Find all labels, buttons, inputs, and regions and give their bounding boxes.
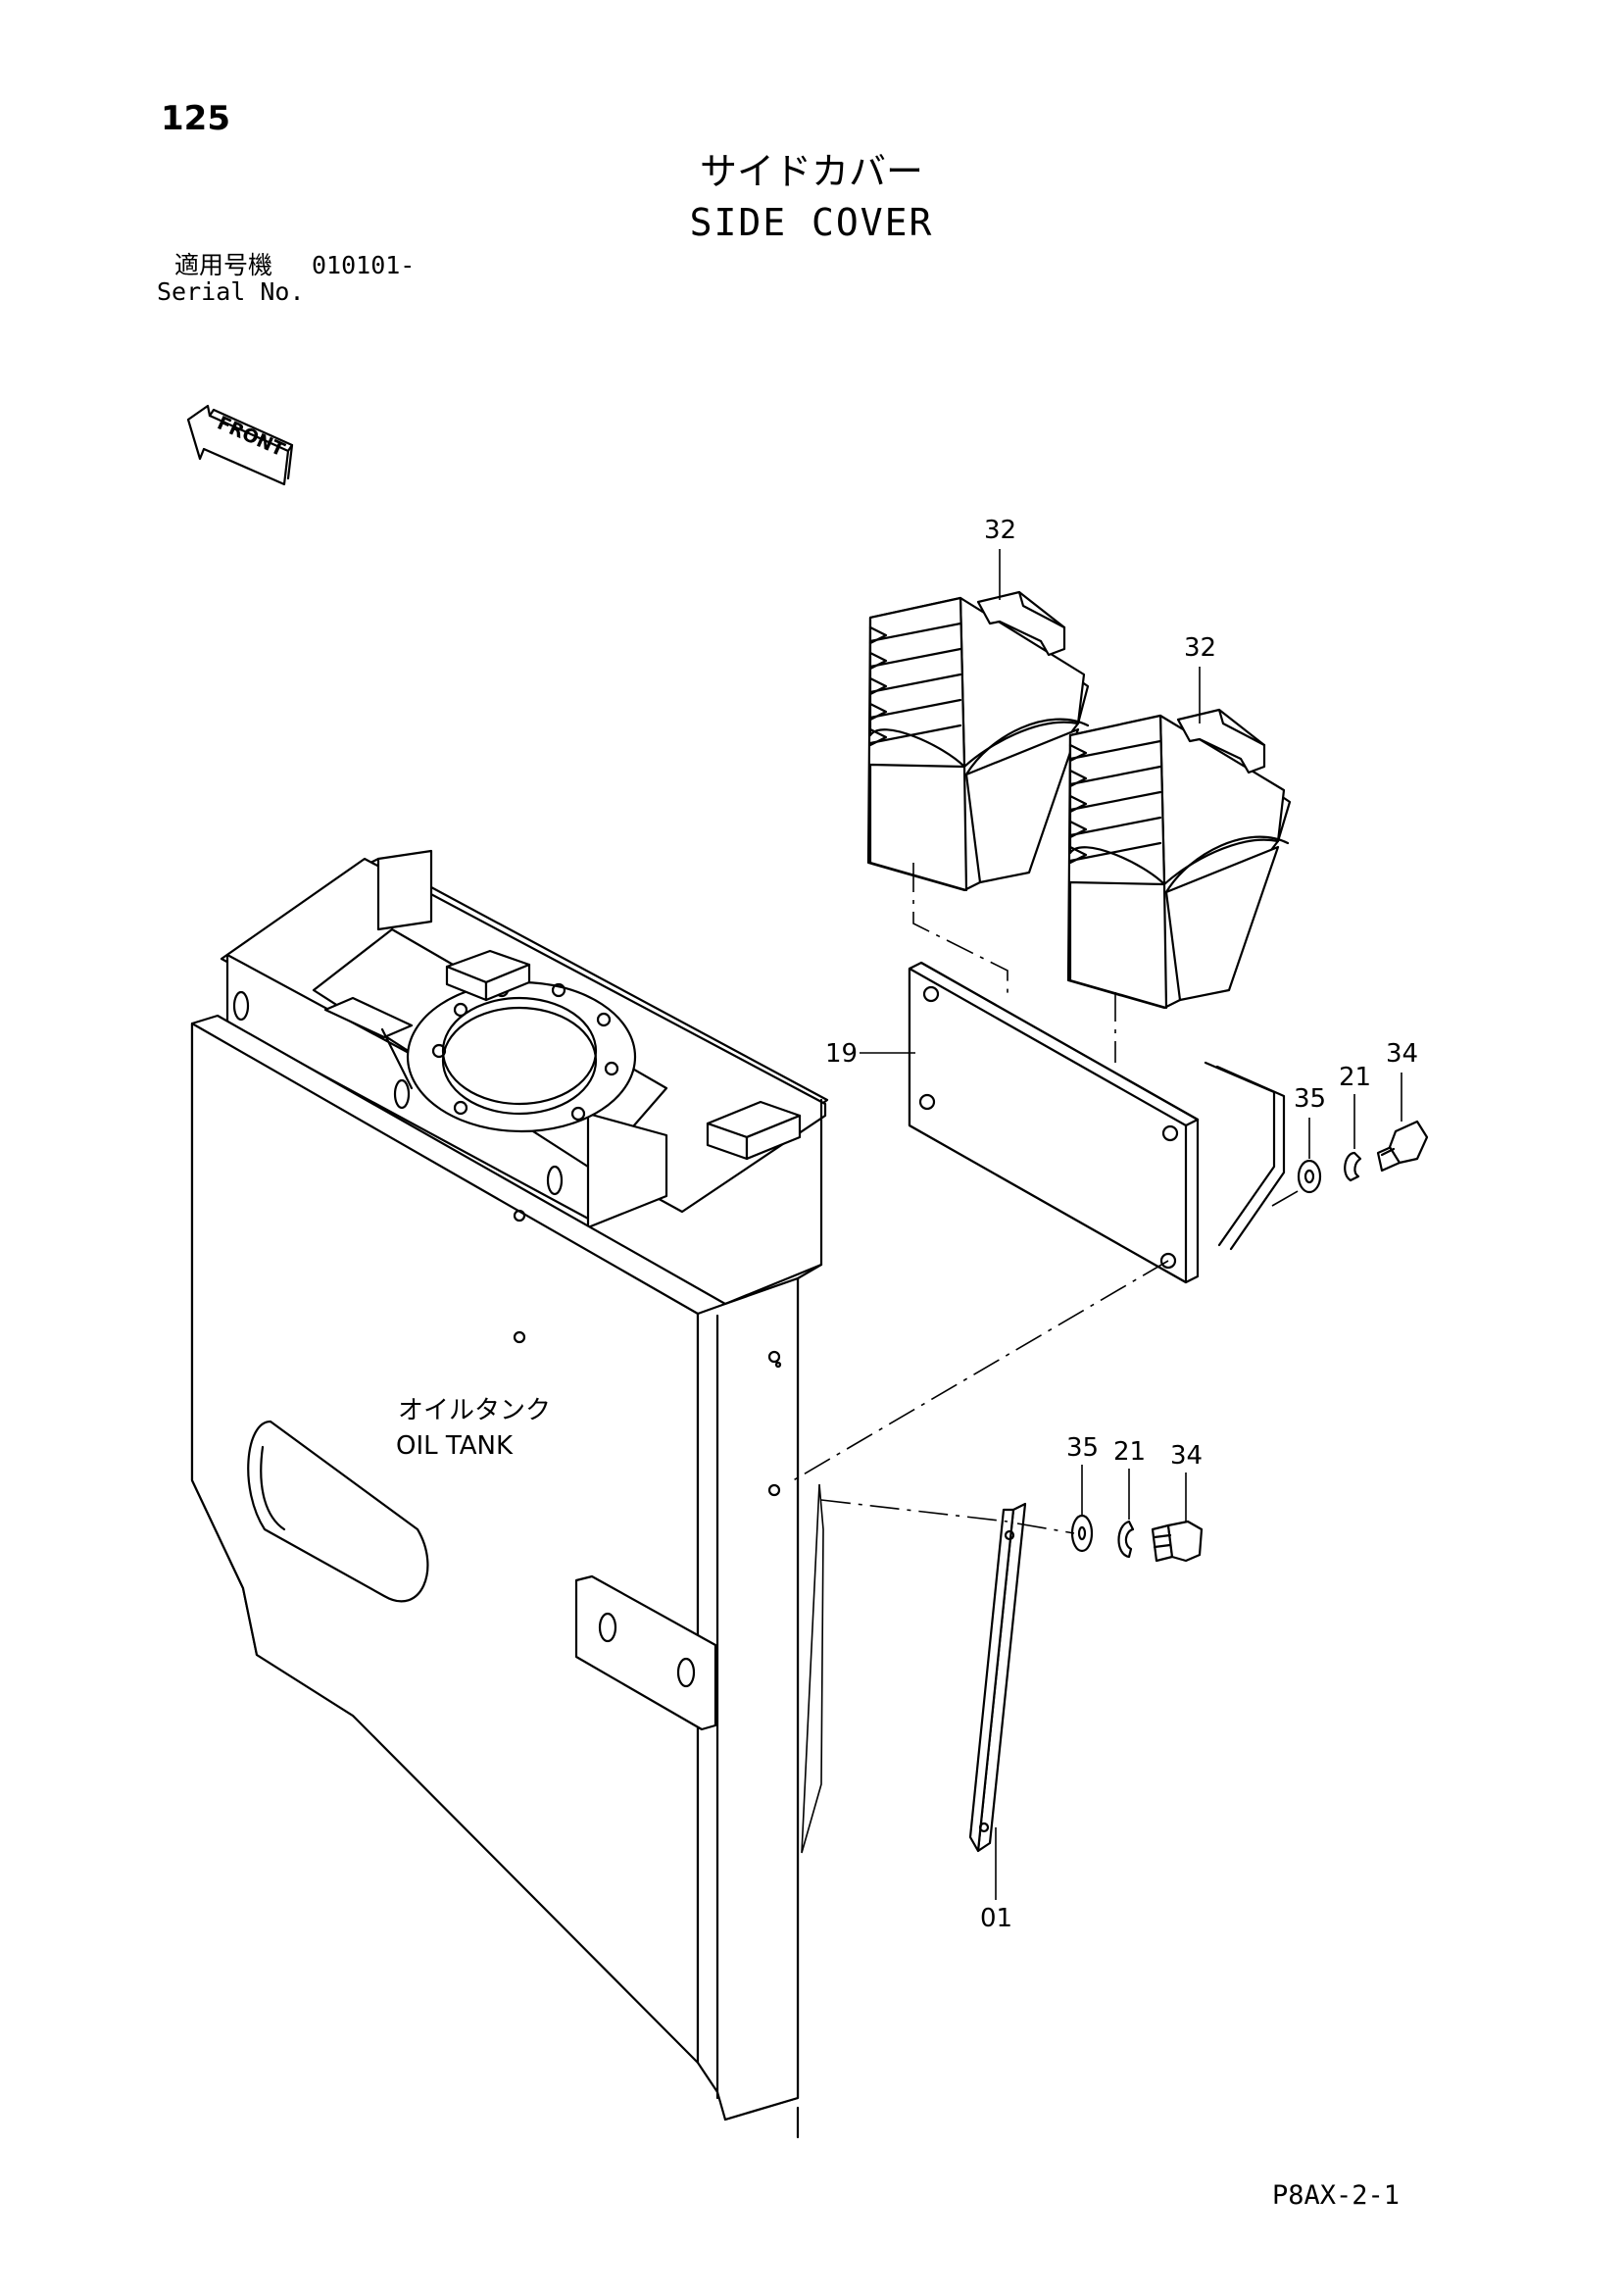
bolt-34-lower [1153,1522,1202,1561]
part-number-34-upper: 34 [1386,1039,1419,1069]
oil-tank-label-japanese: オイルタンク [398,1396,552,1425]
washer-35-upper [1299,1161,1320,1192]
cover-plate-01 [970,1504,1025,1851]
part-number-35-upper: 35 [1294,1084,1327,1114]
serial-label: Serial No. [157,277,305,306]
bellows-cover-32-left [868,592,1088,890]
washer-35-lower [1072,1516,1092,1551]
bellows-cover-32-right [1068,710,1290,1008]
part-number-21-lower: 21 [1113,1437,1147,1467]
lock-washer-21-lower [1119,1522,1134,1557]
fastener-set-upper [1299,1122,1427,1192]
part-number-35-lower: 35 [1066,1433,1100,1463]
front-arrow-icon: FRONT [188,406,292,484]
oil-tank [192,851,827,2137]
oil-tank-label: OIL TANK [396,1431,514,1461]
part-number-19: 19 [825,1039,859,1069]
part-number-21-upper: 21 [1339,1063,1372,1092]
page-title: SIDE COVER [689,201,934,244]
part-number-32-right: 32 [1184,633,1217,663]
cover-plate-19 [910,963,1284,1282]
part-number-01: 01 [980,1904,1013,1933]
serial-number-value: 010101- [312,251,416,279]
leader-lines [860,549,1402,1900]
page-title-japanese: サイドカバー [699,150,923,193]
serial-label-japanese: 適用号機 [174,251,273,279]
fastener-set-lower [1072,1516,1202,1561]
assembly-lines [790,863,1300,1533]
lock-washer-21-upper [1345,1153,1360,1180]
drawing-code: P8AX-2-1 [1272,2180,1401,2211]
bolt-34-upper [1378,1122,1427,1171]
page-number: 125 [161,99,230,138]
part-number-32-left: 32 [984,516,1017,545]
part-number-34-lower: 34 [1170,1441,1204,1471]
